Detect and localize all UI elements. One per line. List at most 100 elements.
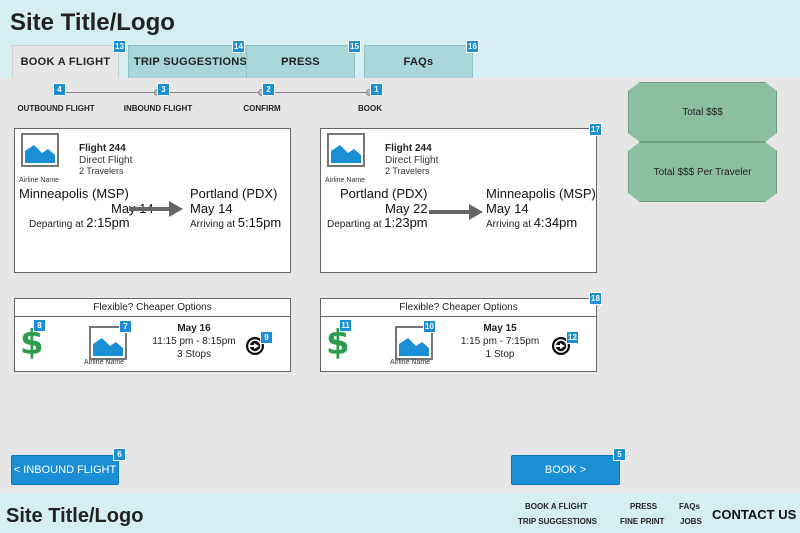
image-placeholder-icon	[399, 330, 429, 356]
book-button-label: BOOK >	[544, 464, 587, 476]
annotation-badge: 13	[113, 40, 126, 53]
arrow-right-icon	[429, 204, 483, 220]
footer-link-trip-suggestions[interactable]: TRIP SUGGESTIONS	[518, 517, 597, 526]
annotation-badge: 6	[113, 448, 126, 461]
arrival-city: Portland (PDX)	[190, 186, 278, 201]
departure-date: May 22	[385, 201, 428, 216]
annotation-badge: 7	[119, 320, 132, 333]
footer-link-faqs[interactable]: FAQs	[679, 502, 700, 511]
tab-label: FAQs	[403, 56, 434, 68]
inbound-flight-back-button[interactable]: < INBOUND FLIGHT	[11, 455, 119, 485]
arrival-date: May 14	[486, 201, 529, 216]
arrow-circle-icon[interactable]	[552, 337, 570, 355]
contact-us-link[interactable]: CONTACT US	[712, 507, 797, 522]
departure-time-row: Departing at 1:23pm	[327, 215, 428, 230]
tab-label: BOOK A FLIGHT	[20, 56, 111, 68]
dollar-icon: $	[20, 323, 44, 363]
outbound-flight-card[interactable]: Airline Name Flight 244 Direct Flight 2 …	[14, 128, 291, 273]
airline-logo-placeholder	[89, 326, 127, 360]
step-label-confirm[interactable]: CONFIRM	[243, 104, 281, 113]
progress-line	[56, 92, 376, 93]
tab-label: PRESS	[281, 56, 320, 68]
total-price: Total $$$	[682, 106, 723, 118]
arrival-time: 5:15pm	[237, 215, 282, 230]
header: Site Title/Logo BOOK A FLIGHT 13 TRIP SU…	[0, 0, 800, 78]
option-stops: 3 Stops	[177, 349, 211, 360]
booking-progress: 4 OUTBOUND FLIGHT 3 INBOUND FLIGHT 2 CON…	[0, 83, 420, 115]
annotation-badge: 11	[339, 319, 352, 332]
option-times: 11:15 pm - 8:15pm	[152, 336, 236, 347]
dollar-icon: $	[326, 323, 350, 363]
annotation-badge: 3	[157, 83, 170, 96]
annotation-badge: 10	[423, 320, 436, 333]
option-times: 1:15 pm - 7:15pm	[460, 336, 540, 347]
annotation-badge: 14	[232, 40, 245, 53]
arrival-label: Arriving at	[486, 219, 532, 230]
annotation-badge: 9	[260, 331, 273, 344]
annotation-badge: 18	[589, 292, 602, 305]
tab-label: TRIP SUGGESTIONS	[133, 56, 248, 68]
site-title-logo[interactable]: Site Title/Logo	[10, 9, 175, 36]
annotation-badge: 2	[262, 83, 275, 96]
traveler-count: 2 Travelers	[79, 166, 124, 176]
total-per-traveler: Total $$$ Per Traveler	[653, 166, 752, 178]
footer: Site Title/Logo BOOK A FLIGHT PRESS FAQs…	[0, 493, 800, 533]
departure-label: Departing at	[29, 219, 84, 230]
image-placeholder-icon	[93, 330, 123, 356]
footer-link-fine-print[interactable]: FINE PRINT	[620, 517, 665, 526]
airline-name: Airline Name	[390, 359, 431, 366]
departure-time-row: Departing at 2:15pm	[29, 215, 130, 230]
total-per-traveler-box: Total $$$ Per Traveler	[628, 142, 777, 202]
inbound-cheaper-options[interactable]: Flexible? Cheaper Options $ 11 10 Airlin…	[320, 298, 597, 372]
back-button-label: < INBOUND FLIGHT	[13, 464, 117, 476]
image-placeholder-icon	[331, 137, 361, 163]
airline-logo-placeholder	[327, 133, 365, 167]
footer-link-book-a-flight[interactable]: BOOK A FLIGHT	[525, 502, 588, 511]
cheaper-options-header: Flexible? Cheaper Options	[321, 299, 596, 317]
flight-number: Flight 244	[385, 143, 432, 154]
arrival-time: 4:34pm	[533, 215, 578, 230]
inbound-flight-card[interactable]: Airline Name Flight 244 Direct Flight 2 …	[320, 128, 597, 273]
flight-type: Direct Flight	[385, 155, 439, 166]
tab-press[interactable]: PRESS	[246, 45, 355, 78]
outbound-cheaper-options[interactable]: Flexible? Cheaper Options $ 8 7 Airline …	[14, 298, 291, 372]
annotation-badge: 8	[33, 319, 46, 332]
annotation-badge: 1	[370, 83, 383, 96]
arrival-time-row: Arriving at 5:15pm	[190, 215, 281, 230]
airline-name: Airline Name	[84, 359, 125, 366]
step-label-book[interactable]: BOOK	[358, 104, 382, 113]
departure-label: Departing at	[327, 219, 382, 230]
tab-book-a-flight[interactable]: BOOK A FLIGHT	[12, 45, 119, 78]
step-label-inbound-flight[interactable]: INBOUND FLIGHT	[123, 104, 193, 113]
departure-city: Minneapolis (MSP)	[19, 186, 129, 201]
tab-faqs[interactable]: FAQs	[364, 45, 473, 78]
airline-name: Airline Name	[19, 177, 60, 184]
traveler-count: 2 Travelers	[385, 166, 430, 176]
book-button[interactable]: BOOK >	[511, 455, 620, 485]
cheaper-options-header: Flexible? Cheaper Options	[15, 299, 290, 317]
arrival-time-row: Arriving at 4:34pm	[486, 215, 577, 230]
arrival-city: Minneapolis (MSP)	[486, 186, 596, 201]
option-date: May 15	[483, 323, 517, 334]
option-date: May 16	[177, 323, 211, 334]
annotation-badge: 16	[466, 40, 479, 53]
annotation-badge: 5	[613, 448, 626, 461]
total-price-box: Total $$$	[628, 82, 777, 142]
airline-name: Airline Name	[325, 177, 366, 184]
footer-site-title-logo[interactable]: Site Title/Logo	[6, 505, 144, 527]
departure-city: Portland (PDX)	[340, 186, 428, 201]
step-label-outbound-flight[interactable]: OUTBOUND FLIGHT	[17, 104, 95, 113]
departure-time: 1:23pm	[384, 215, 428, 230]
annotation-badge: 4	[53, 83, 66, 96]
annotation-badge: 15	[348, 40, 361, 53]
airline-logo-placeholder	[21, 133, 59, 167]
footer-link-jobs[interactable]: JOBS	[680, 517, 702, 526]
arrow-right-icon	[129, 201, 183, 217]
arrival-date: May 14	[190, 201, 233, 216]
arrival-label: Arriving at	[190, 219, 236, 230]
option-stops: 1 Stop	[485, 349, 515, 360]
departure-time: 2:15pm	[86, 215, 130, 230]
airline-logo-placeholder	[395, 326, 433, 360]
footer-link-press[interactable]: PRESS	[630, 502, 658, 511]
arrow-circle-icon[interactable]	[246, 337, 264, 355]
